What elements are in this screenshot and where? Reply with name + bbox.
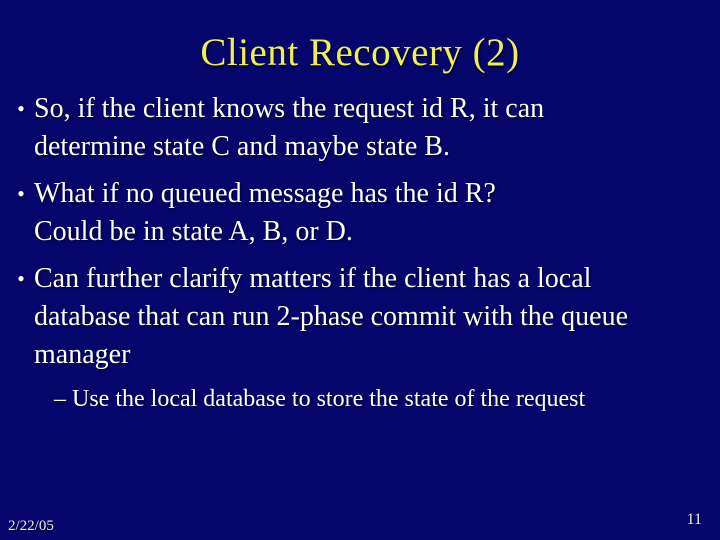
bullet-text: So, if the client knows the request id R…	[34, 90, 544, 166]
bullet-dot-icon: •	[17, 266, 25, 291]
page-number: 11	[686, 511, 702, 528]
bullet-line: Use the local database to store the stat…	[72, 386, 586, 412]
bullet-text: What if no queued message has the id R? …	[34, 175, 496, 251]
bullet-line: database that can run 2-phase commit wit…	[34, 301, 629, 332]
sub-bullet-item: – Use the local database to store the st…	[48, 383, 716, 416]
bullet-line: What if no queued message has the id R?	[34, 178, 496, 209]
bullet-list: • So, if the client knows the request id…	[8, 90, 716, 425]
bullet-item-2: • What if no queued message has the id R…	[8, 175, 716, 251]
slide-title: Client Recovery (2)	[200, 31, 520, 74]
bullet-item-1: • So, if the client knows the request id…	[8, 90, 716, 166]
dash-bullet-icon: –	[54, 386, 66, 412]
bullet-item-3: • Can further clarify matters if the cli…	[8, 260, 716, 374]
bullet-line: Can further clarify matters if the clien…	[34, 263, 592, 294]
footer-date: 2/22/05	[8, 518, 54, 534]
bullet-line: So, if the client knows the request id R…	[34, 93, 545, 124]
bullet-line: determine state C and maybe state B.	[34, 131, 450, 162]
bullet-text: Can further clarify matters if the clien…	[34, 260, 628, 374]
bullet-dot-icon: •	[17, 181, 25, 206]
bullet-line: manager	[34, 339, 131, 370]
bullet-line: Could be in state A, B, or D.	[34, 216, 353, 247]
sub-bullet-text: Use the local database to store the stat…	[72, 383, 585, 416]
bullet-dot-icon: •	[17, 96, 25, 121]
